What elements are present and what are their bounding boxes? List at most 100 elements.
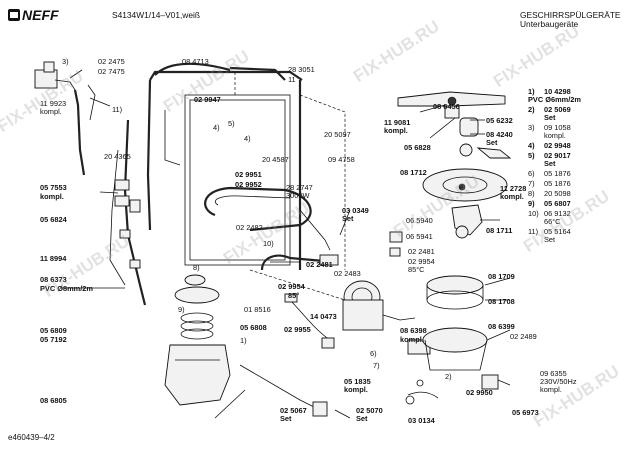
subcategory-title: Unterbaugeräte	[520, 19, 579, 29]
part-022475: 02 2475	[98, 57, 125, 66]
part-056828: 05 6828	[404, 143, 431, 152]
part-084713: 08 4713	[182, 57, 209, 66]
part-094758: 09 4758	[328, 155, 355, 164]
legend-part: 05 1876	[544, 179, 571, 188]
legend-part: 10 4298	[544, 87, 571, 96]
legend-note: 66°C	[544, 217, 561, 226]
part-025067: 02 5067	[280, 406, 307, 415]
legend-ref: 11)	[528, 227, 539, 236]
part-051835-kompl: kompl.	[344, 385, 368, 394]
part-086398-kompl: kompl.	[400, 335, 424, 344]
top-hose	[154, 62, 286, 166]
part-086373: 08 6373	[40, 275, 67, 284]
legend-note: Set	[544, 113, 556, 122]
part-030134: 03 0134	[408, 416, 435, 425]
part-096355-kompl: kompl.	[540, 385, 562, 394]
part-282747: 28 2747	[286, 183, 313, 192]
legend-ref: 4)	[528, 141, 535, 150]
ref-11: 11)	[112, 105, 123, 114]
part-283051-note: 11	[288, 75, 296, 84]
tub-frame	[146, 70, 346, 330]
filter-assembly	[422, 275, 488, 371]
ref-9: 9)	[178, 305, 185, 314]
part-084240: 08 4240	[486, 130, 513, 139]
ref-7: 7)	[373, 361, 380, 370]
part-283051: 28 3051	[288, 65, 315, 74]
right-small-parts	[389, 231, 511, 405]
legend-ref: 3)	[528, 123, 535, 132]
part-029954b-temp: 85°C	[408, 265, 425, 274]
part-119923-kompl: kompl.	[40, 107, 62, 116]
legend-ref: 6)	[528, 169, 535, 178]
legend-note: PVC Ø6mm/2m	[528, 95, 581, 104]
part-205097: 20 5097	[324, 130, 351, 139]
leader-lines	[60, 69, 511, 419]
part-030349: 03 0349	[342, 206, 369, 215]
part-029955: 02 9955	[284, 325, 311, 334]
part-204365: 20 4365	[104, 152, 131, 161]
part-051835: 05 1835	[344, 377, 371, 386]
part-086373-pvc: PVC Ø8mm/2m	[40, 284, 93, 293]
legend-part: 06 9132	[544, 209, 571, 218]
legend-part: 05 1876	[544, 169, 571, 178]
legend-note: kompl.	[544, 131, 566, 140]
legend-part: 05 5164	[544, 227, 571, 236]
part-027475: 02 7475	[98, 67, 125, 76]
upper-spray-arm	[397, 91, 512, 159]
part-056824: 05 6824	[40, 215, 67, 224]
ref-4a: 4)	[213, 123, 220, 132]
part-119081-kompl: kompl.	[384, 126, 408, 135]
part-022483: 02 2483	[334, 269, 361, 278]
category-title: GESCHIRRSPÜLGERÄTE	[520, 10, 621, 20]
ref-6: 6)	[370, 349, 377, 358]
part-084240-set: Set	[486, 138, 498, 147]
ref-1: 1)	[240, 336, 247, 345]
drain-hoses	[239, 254, 351, 419]
ref-10: 10)	[263, 239, 274, 248]
part-029951: 02 9951	[235, 170, 262, 179]
legend-part: 09 1058	[544, 123, 571, 132]
legend-ref: 7)	[528, 179, 535, 188]
part-025070-set: Set	[356, 414, 368, 423]
ref-8: 8)	[193, 263, 200, 272]
legend-part: 05 6807	[544, 199, 571, 208]
part-065941: 06 5941	[406, 232, 433, 241]
part-096355: 09 6355	[540, 369, 567, 378]
lower-spray-arm	[422, 168, 508, 239]
legend-part: 20 5098	[544, 189, 571, 198]
part-018516: 01 8516	[244, 305, 271, 314]
part-030349-set: Set	[342, 214, 354, 223]
ref-3: 3)	[62, 57, 69, 66]
legend-part: 02 9017	[544, 151, 571, 160]
legend-ref: 1)	[528, 87, 535, 96]
part-025070: 02 5070	[356, 406, 383, 415]
legend-ref: 8)	[528, 189, 535, 198]
legend-note: Set	[544, 235, 556, 244]
heater-element	[204, 186, 331, 251]
legend-ref: 5)	[528, 151, 535, 160]
neff-logo: NEFF	[8, 7, 60, 23]
part-022489: 02 2489	[510, 332, 537, 341]
part-086805: 08 6805	[40, 396, 67, 405]
part-204587: 20 4587	[262, 155, 289, 164]
part-057192: 05 7192	[40, 335, 67, 344]
part-025067-set: Set	[280, 414, 292, 423]
part-081712: 08 1712	[400, 168, 427, 177]
part-081711: 08 1711	[486, 226, 513, 235]
part-112728-kompl: kompl.	[500, 192, 524, 201]
part-029950: 02 9950	[466, 388, 493, 397]
part-118994: 11 8994	[40, 254, 67, 263]
part-119081: 11 9081	[384, 118, 411, 127]
part-056232: 05 6232	[486, 116, 513, 125]
legend-note: Set	[544, 159, 556, 168]
part-065940: 06 5940	[406, 216, 433, 225]
part-056808: 05 6808	[240, 323, 267, 332]
part-086456: 08 6456	[433, 102, 460, 111]
inlet-valve	[34, 61, 96, 176]
part-057553-kompl: kompl.	[40, 192, 64, 201]
ref-5: 5)	[228, 119, 235, 128]
ref-4b: 4)	[244, 134, 251, 143]
part-081708: 08 1708	[488, 297, 515, 306]
